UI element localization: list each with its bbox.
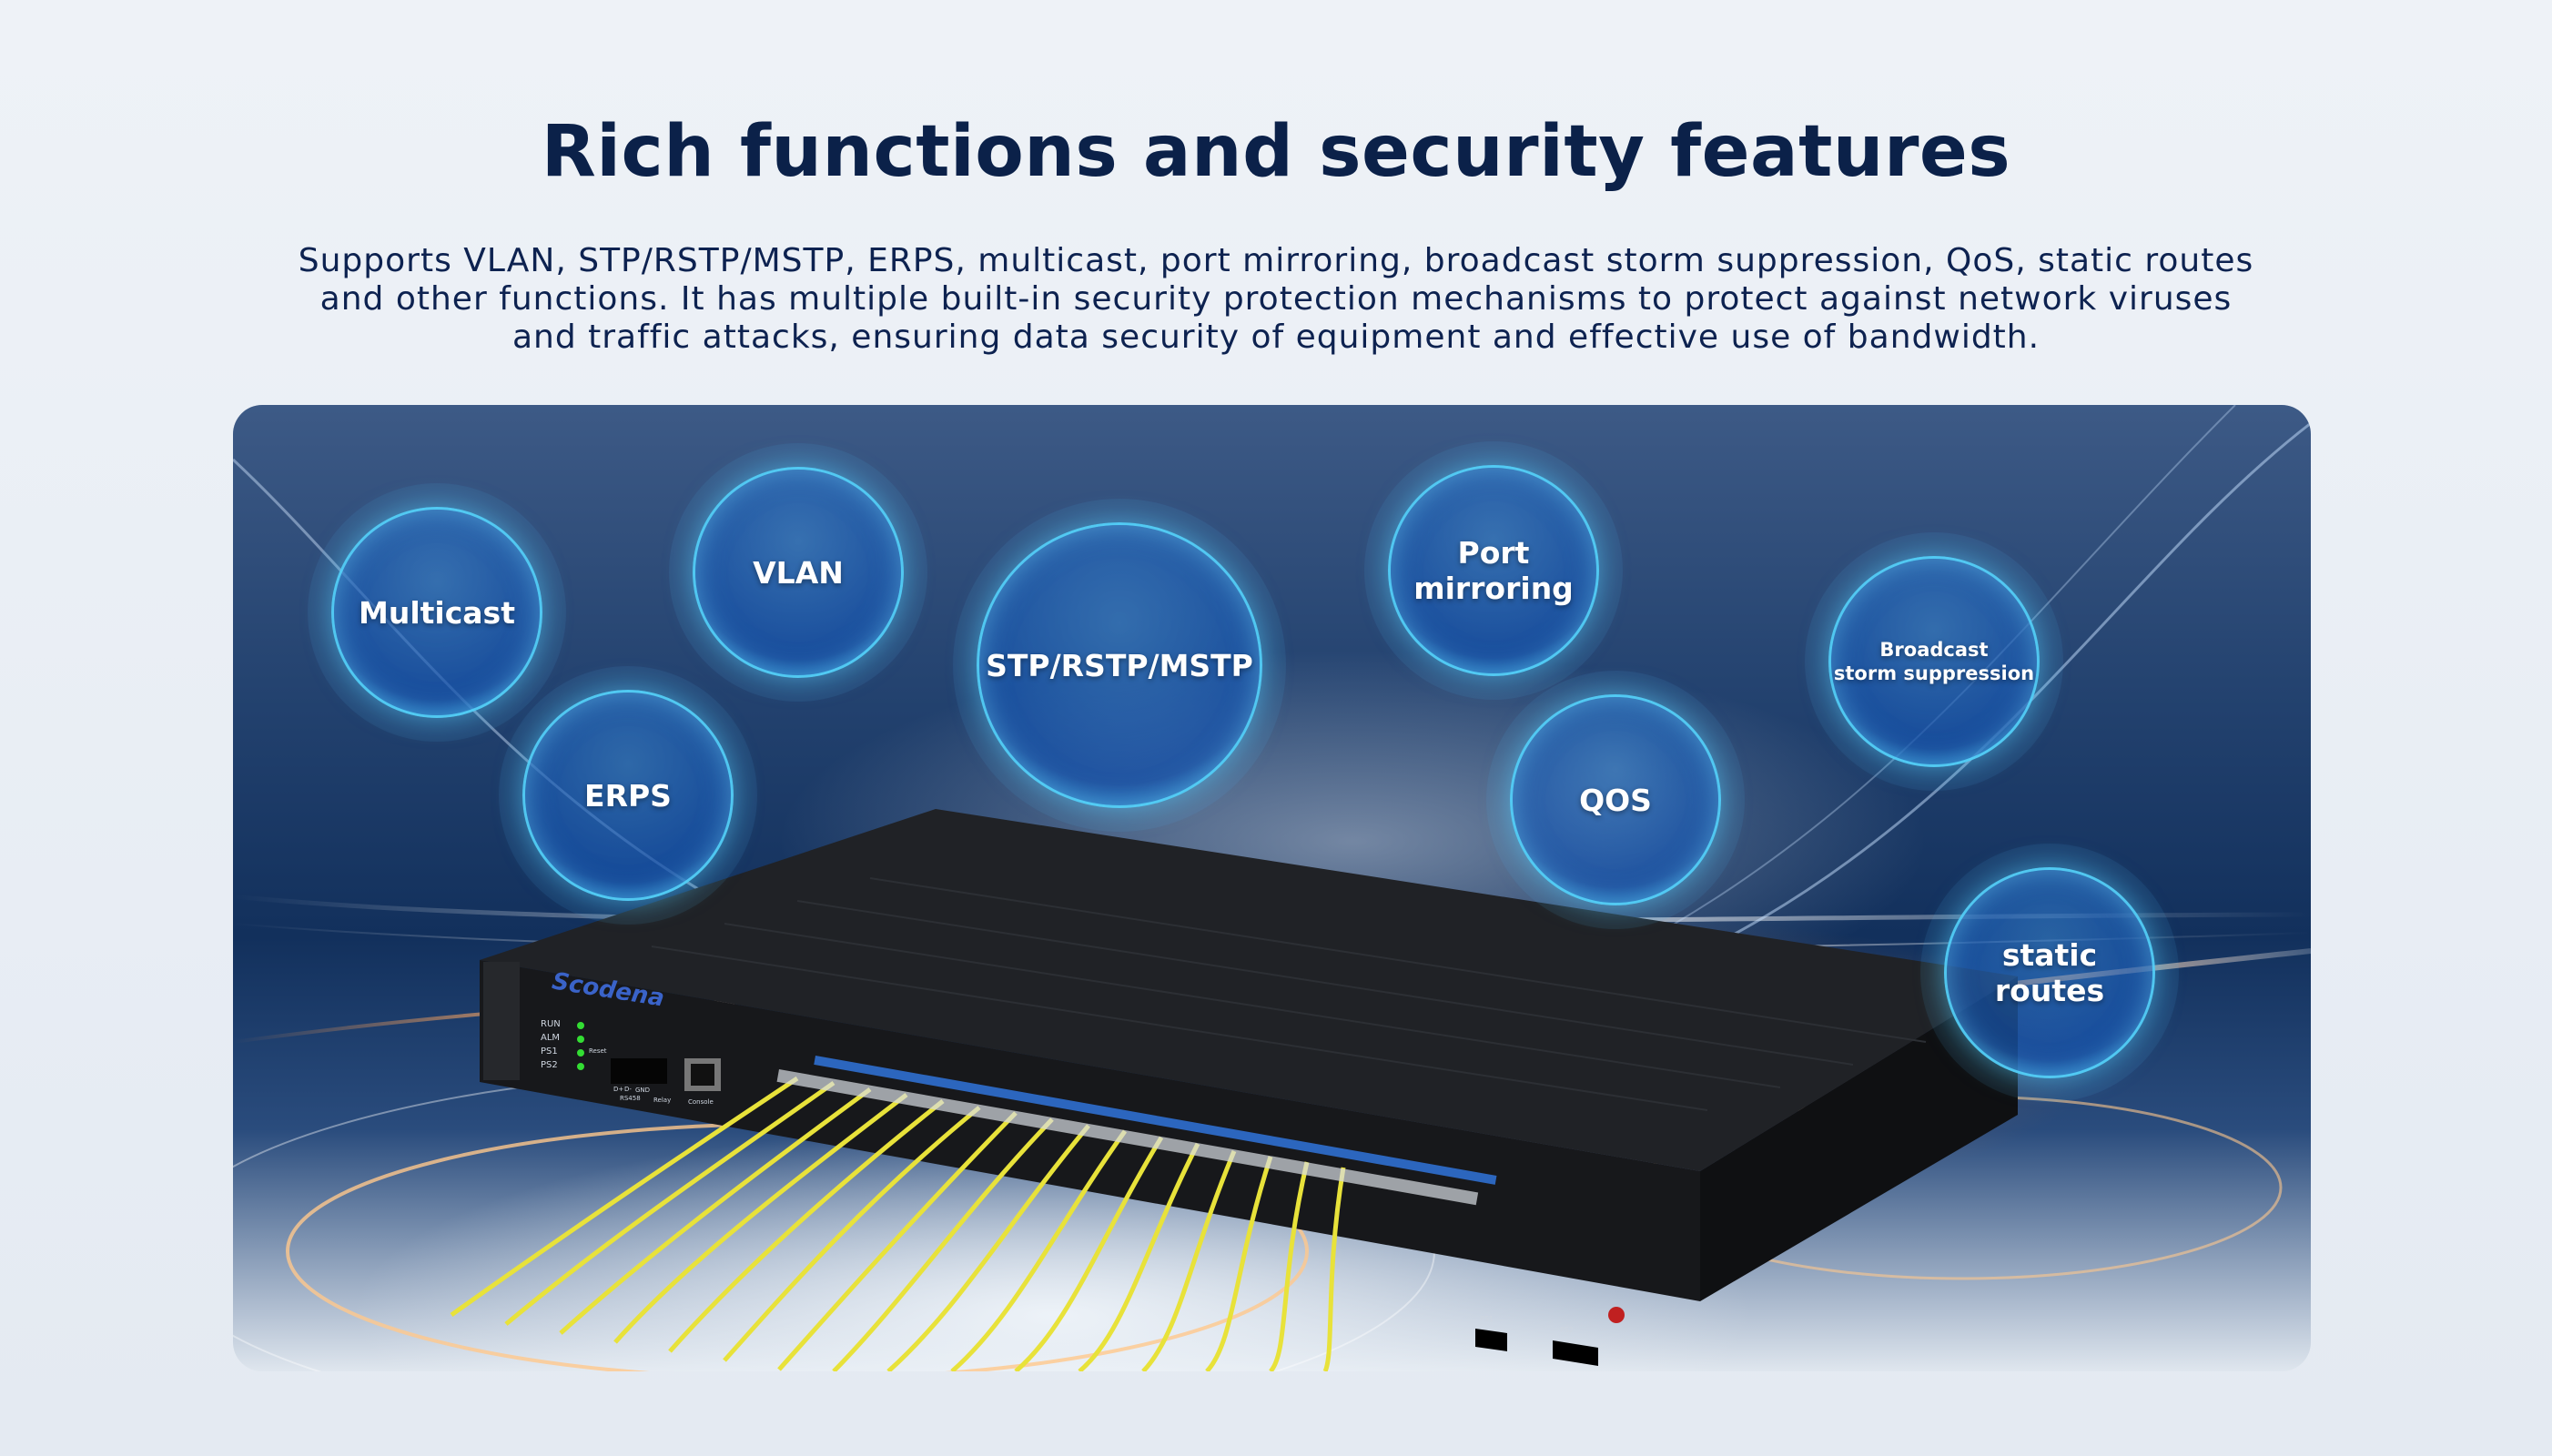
power-label-ps1: PS1 <box>1480 1315 1494 1323</box>
terminal-label: GND <box>635 1087 651 1094</box>
led-label-ps1: PS1 <box>541 1046 558 1057</box>
reset-button: Reset <box>589 1047 607 1055</box>
terminal-label: D+ <box>613 1086 624 1093</box>
feature-label: storm suppression <box>1833 662 2035 684</box>
relay-label: Relay <box>653 1097 672 1104</box>
feature-label: Port mirroring <box>1413 535 1574 606</box>
feature-label: QOS <box>1579 782 1652 818</box>
rs-port-label: RS458 <box>620 1095 641 1102</box>
feature-label: Multicast <box>359 594 515 631</box>
page-title: Rich functions and security features <box>541 111 2011 193</box>
feature-multicast: Multicast <box>331 507 542 718</box>
feature-static-routes: static routes <box>1944 867 2155 1078</box>
feature-stp-rstp-mstp: STP/RSTP/MSTP <box>977 522 1262 808</box>
description: Supports VLAN, STP/RSTP/MSTP, ERPS, mult… <box>273 242 2279 357</box>
power-label-ps2: PS2 <box>1560 1326 1574 1334</box>
network-switch-device <box>450 809 2018 1371</box>
feature-showcase-card: Multicast VLAN STP/RSTP/MSTP Port mirror… <box>233 405 2311 1371</box>
description-line: and traffic attacks, ensuring data secur… <box>511 318 2041 356</box>
terminal-label: D- <box>624 1086 632 1093</box>
led-label-ps2: PS2 <box>541 1060 558 1070</box>
feature-label: Broadcast <box>1879 639 1989 661</box>
feature-erps: ERPS <box>522 690 734 901</box>
feature-vlan: VLAN <box>693 467 904 678</box>
description-line: Supports VLAN, STP/RSTP/MSTP, ERPS, mult… <box>298 242 2254 279</box>
feature-port-mirroring: Port mirroring <box>1388 465 1599 676</box>
feature-label: static routes <box>1994 937 2105 1008</box>
feature-broadcast-storm-suppression: Broadcast storm suppression <box>1828 556 2040 767</box>
led-label-alm: ALM <box>541 1033 561 1043</box>
feature-qos: QOS <box>1510 694 1721 905</box>
led-label-run: RUN <box>541 1019 561 1029</box>
feature-label: ERPS <box>584 777 672 814</box>
status-leds <box>577 1022 584 1070</box>
fiber-cables <box>450 1076 1346 1371</box>
feature-label: STP/RSTP/MSTP <box>986 647 1253 683</box>
console-label: Console <box>688 1098 714 1106</box>
feature-label: VLAN <box>753 554 844 591</box>
description-line: and other functions. It has multiple bui… <box>319 280 2233 318</box>
